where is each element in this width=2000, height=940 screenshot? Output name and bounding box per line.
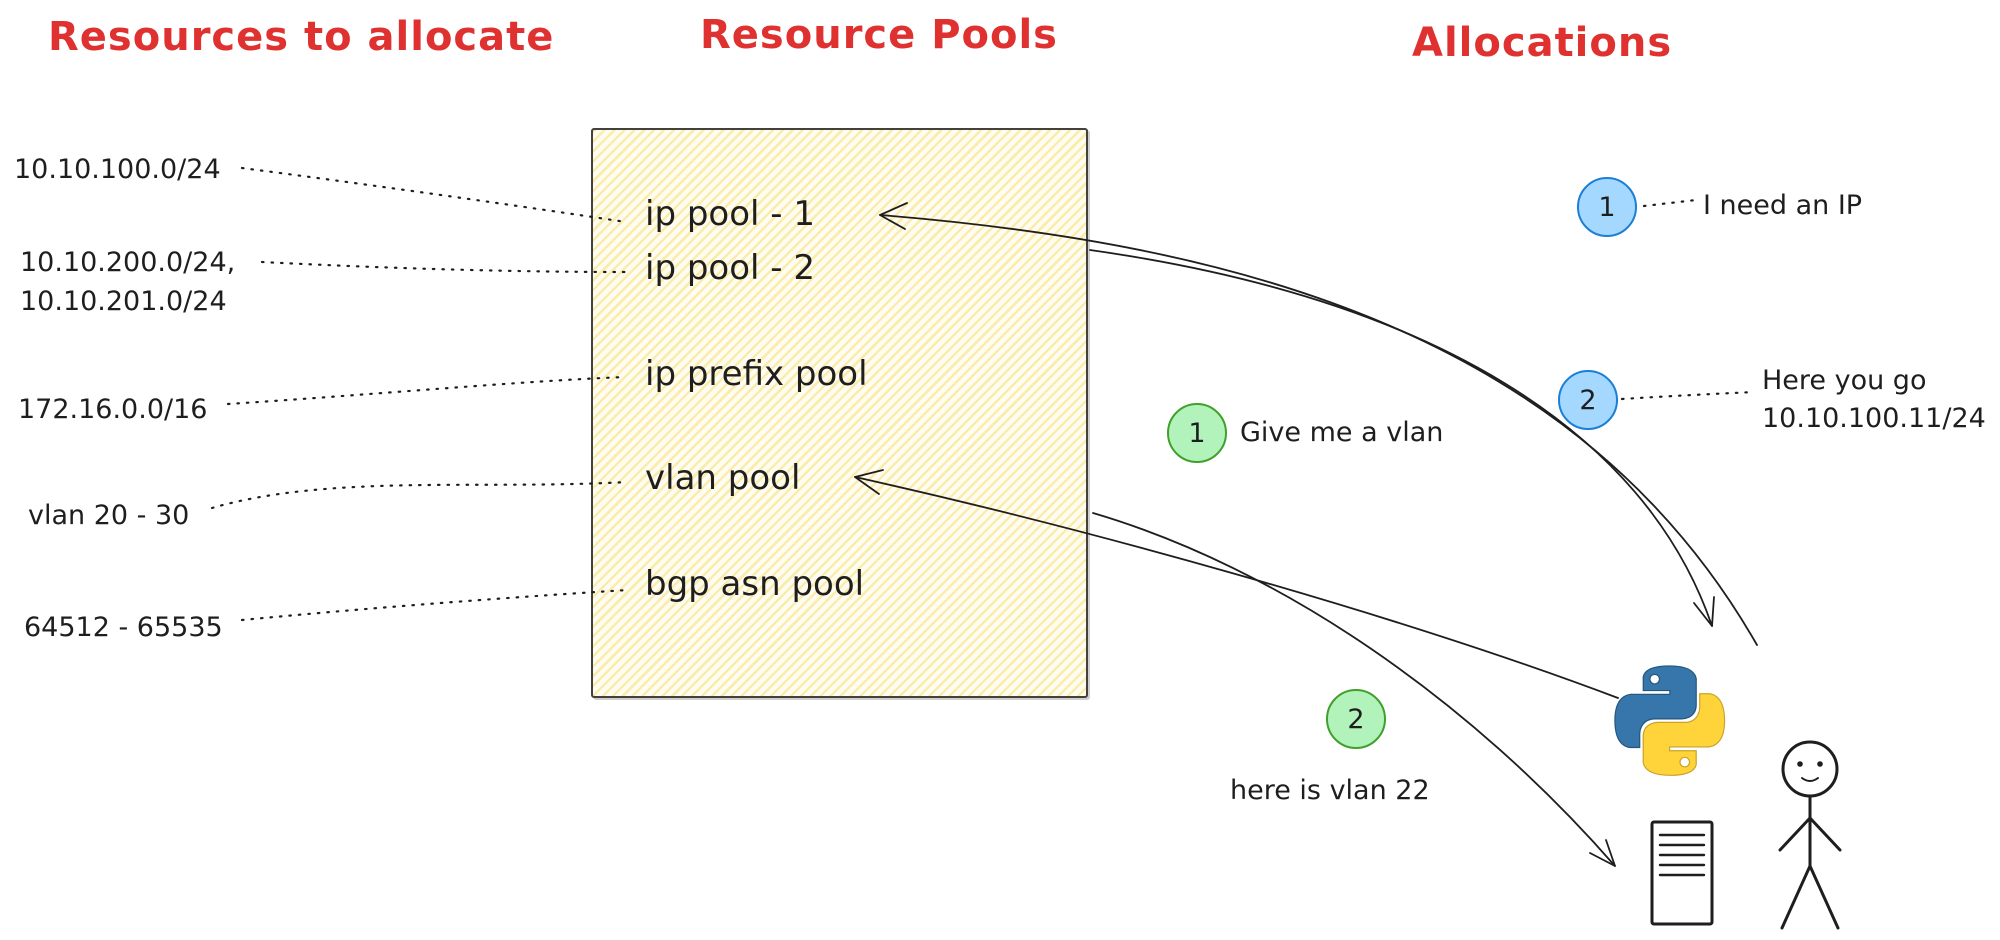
- ip-request-text: I need an IP: [1703, 190, 1863, 221]
- step-number: 1: [1188, 417, 1206, 449]
- person-icon-smile: [1801, 777, 1819, 782]
- resource-label: 10.10.100.0/24: [14, 154, 221, 185]
- ip-response-line1: Here you go: [1762, 365, 1927, 396]
- dotted-connector-ip1: [240, 166, 628, 224]
- resource-item-ip-pool-1: 10.10.100.0/24: [14, 150, 221, 189]
- pool-item-bgp-asn-pool: bgp asn pool: [645, 564, 865, 604]
- pool-item-ip-prefix: ip prefix pool: [645, 354, 868, 394]
- person-icon: [1778, 740, 1842, 930]
- ip-response-line2: 10.10.100.11/24: [1762, 403, 1986, 434]
- dotted-connector-ip2: [260, 260, 628, 274]
- step-badge-ip-request: 1: [1577, 177, 1637, 237]
- python-icon-yellow-snake: [1642, 693, 1726, 776]
- ip-response-text: Here you go 10.10.100.11/24: [1762, 362, 1986, 438]
- server-icon-lines: [1658, 833, 1706, 877]
- python-icon-blue-snake: [1614, 665, 1697, 749]
- person-icon-leg-left: [1780, 864, 1812, 930]
- resource-label: vlan 20 - 30: [28, 500, 190, 531]
- person-icon-arm-right: [1808, 816, 1842, 852]
- dotted-connector-prefix: [226, 375, 628, 406]
- resource-label: 10.10.201.0/24: [20, 286, 227, 317]
- dotted-connector-ip-request: [1642, 198, 1698, 208]
- person-icon-head: [1781, 740, 1839, 798]
- step-badge-ip-response: 2: [1558, 370, 1618, 430]
- person-icon-leg-right: [1808, 864, 1840, 930]
- step-badge-vlan-request: 1: [1167, 403, 1227, 463]
- step-number: 2: [1579, 384, 1597, 416]
- vlan-response-text: here is vlan 22: [1230, 775, 1430, 806]
- step-number: 2: [1347, 703, 1365, 735]
- resource-item-ip-pool-2: 10.10.200.0/24, 10.10.201.0/24: [20, 243, 235, 321]
- resource-item-vlan-range: vlan 20 - 30: [28, 496, 189, 535]
- resource-item-ip-prefix: 172.16.0.0/16: [18, 390, 207, 429]
- server-icon: [1650, 820, 1714, 926]
- heading-allocations: Allocations: [1412, 20, 1673, 66]
- resource-label: 10.10.200.0/24,: [20, 247, 236, 278]
- heading-resources: Resources to allocate: [48, 14, 555, 60]
- arrowhead-ip-response: [1693, 596, 1715, 627]
- person-icon-arm-left: [1778, 816, 1812, 852]
- resource-label: 64512 - 65535: [24, 612, 223, 643]
- step-number: 1: [1598, 191, 1616, 223]
- heading-pools: Resource Pools: [700, 12, 1058, 58]
- resource-label: 172.16.0.0/16: [18, 394, 208, 425]
- dotted-connector-bgp: [240, 588, 630, 622]
- person-icon-eye-right: [1817, 761, 1823, 767]
- pool-item-ip-pool-2: ip pool - 2: [645, 248, 815, 288]
- server-icon-body: [1650, 820, 1714, 926]
- step-badge-vlan-response: 2: [1326, 689, 1386, 749]
- arrowhead-vlan-response: [1589, 839, 1616, 867]
- vlan-request-text: Give me a vlan: [1240, 417, 1444, 448]
- python-icon: [1614, 665, 1726, 776]
- pool-item-ip-pool-1: ip pool - 1: [645, 194, 815, 234]
- dotted-connector-ip-response: [1620, 390, 1756, 401]
- pool-item-vlan-pool: vlan pool: [645, 458, 801, 498]
- person-icon-eye-left: [1797, 761, 1803, 767]
- resource-item-bgp-asn-range: 64512 - 65535: [24, 608, 223, 647]
- dotted-connector-vlan: [210, 480, 630, 510]
